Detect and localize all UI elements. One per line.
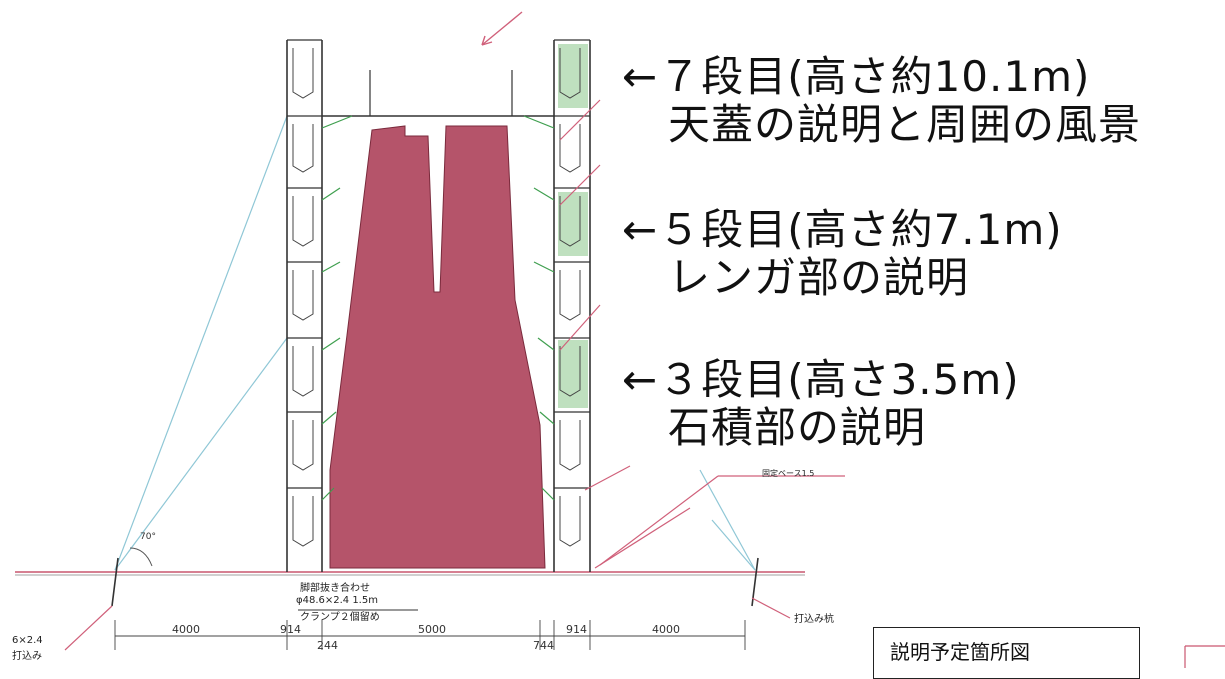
angle-label: 70°: [140, 532, 156, 542]
dim-244: 244: [317, 639, 338, 652]
guy-line-left-mid: [114, 337, 288, 571]
highlight-level-5: [558, 192, 588, 256]
highlight-level-3: [558, 340, 588, 408]
dim-744: 744: [533, 639, 554, 652]
direction-arrow: [481, 11, 523, 46]
guy-line-right-b: [711, 519, 756, 571]
label-level-7-head: ←７段目(高さ約10.1m): [622, 52, 1091, 101]
anchor-left-note-2: 打込み: [12, 651, 42, 662]
highlight-level-7: [558, 44, 588, 108]
chimney-shape: [329, 125, 546, 569]
anchor-stake-left: [111, 557, 119, 607]
dim-4000-right: 4000: [652, 623, 680, 636]
label-level-3-desc: 石積部の説明: [668, 403, 927, 452]
base-joint-note-3: クランプ２個留め: [300, 612, 380, 623]
dim-4000-left: 4000: [172, 623, 200, 636]
base-joint-note-2: φ48.6×2.4 1.5m: [296, 595, 378, 606]
dimension-line: [114, 620, 746, 650]
leader-lines: [64, 99, 845, 651]
label-level-5-head: ←５段目(高さ約7.1m): [622, 205, 1063, 254]
label-level-5-desc: レンガ部の説明: [668, 253, 970, 302]
left-scaffold-tower: [286, 39, 323, 572]
guy-line-right-a: [699, 469, 756, 571]
dim-5000: 5000: [418, 623, 446, 636]
label-level-3-head: ←３段目(高さ3.5m): [622, 355, 1020, 404]
angle-arc: [129, 547, 153, 567]
dim-914-right: 914: [566, 623, 587, 636]
label-level-7-desc: 天蓋の説明と周囲の風景: [668, 100, 1142, 149]
dim-914-left: 914: [280, 623, 301, 636]
right-scaffold-tower: [553, 39, 591, 572]
fixing-note: 固定ベース1.5: [762, 469, 815, 478]
base-joint-note-1: 脚部抜き合わせ: [300, 583, 370, 594]
title-box-label: 説明予定箇所図: [890, 640, 1030, 664]
anchor-left-note-1: 6×2.4: [12, 635, 43, 646]
inner-brackets: [321, 115, 555, 501]
anchor-right-note: 打込み杭: [794, 614, 834, 625]
guy-line-left-top: [114, 115, 288, 571]
